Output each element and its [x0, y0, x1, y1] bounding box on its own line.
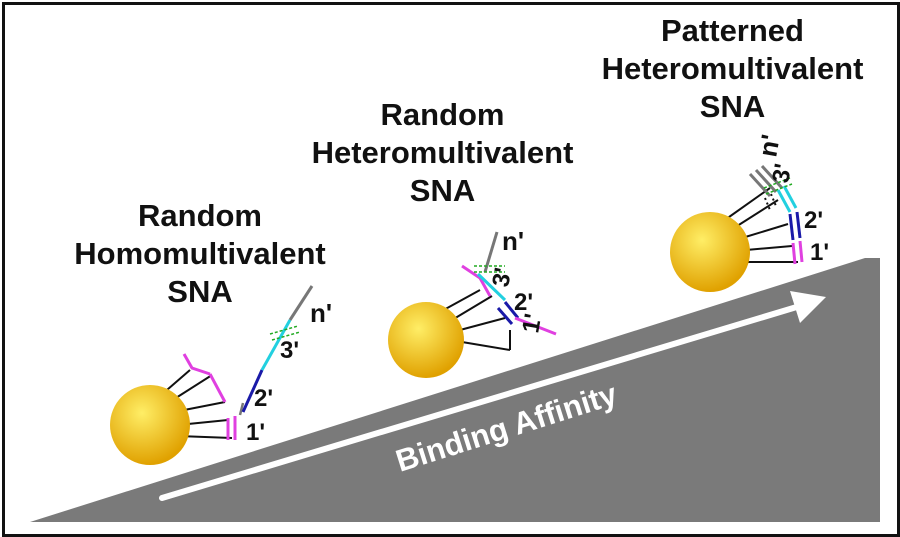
- title-line: SNA: [409, 173, 476, 208]
- title-line: Heteromultivalent: [311, 135, 574, 170]
- tether-line: [459, 317, 506, 331]
- affinity-arrow-head: [790, 291, 826, 323]
- strand-segment-2: [788, 213, 795, 241]
- strand-segment-1: [791, 242, 797, 265]
- segment-label-2: 2': [254, 385, 273, 412]
- segment-label-3: 3': [487, 266, 517, 289]
- strand-segment-n: [288, 285, 314, 321]
- tethers: [721, 187, 798, 263]
- title-line: Random: [138, 198, 262, 233]
- gold-nanoparticle: [670, 212, 750, 292]
- magenta-strands: [182, 353, 237, 440]
- strand-segment-2: [496, 307, 514, 325]
- title-line: Random: [380, 97, 505, 132]
- panel-title-random-heteromultivalent: Random Heteromultivalent SNA: [305, 96, 580, 210]
- strand-dotted-connectors: [764, 193, 777, 211]
- title-line: Homomultivalent: [74, 236, 326, 271]
- panel-title-random-homomultivalent: Random Homomultivalent SNA: [70, 197, 330, 311]
- sna-patterned-heteromultivalent: 1' 2' 3' n': [670, 132, 829, 292]
- strand-segment-gray-base: [238, 402, 245, 416]
- gold-nanoparticle: [388, 302, 464, 378]
- strand-segment-n: [748, 172, 772, 198]
- affinity-ramp: [30, 258, 880, 522]
- dotted-connector: [770, 193, 777, 207]
- strand-segment-2: [241, 369, 264, 413]
- strand-segment-3: [782, 185, 798, 209]
- tether-line: [451, 295, 493, 321]
- segment-label-1: 1': [517, 312, 547, 335]
- strand-segment: [182, 353, 211, 376]
- affinity-arrow-shaft: [159, 303, 803, 501]
- title-line: Patterned: [661, 13, 804, 48]
- gold-nanoparticle: [110, 385, 190, 465]
- segment-label-3: 3': [767, 162, 797, 185]
- gray-overhangs: [748, 164, 784, 198]
- strand-segment-magenta: [514, 316, 557, 336]
- strand-segment-2: [795, 211, 802, 239]
- segment-label-2: 2': [514, 289, 533, 316]
- title-line: SNA: [167, 274, 233, 309]
- panel-title-patterned-heteromultivalent: Patterned Heteromultivalent SNA: [590, 12, 875, 126]
- strand-segment: [208, 373, 227, 403]
- tether-line: [745, 245, 793, 251]
- strand-segment-2: [503, 301, 520, 319]
- strand-segment-3: [776, 189, 792, 213]
- affinity-arrow: [159, 291, 826, 501]
- sna-random-heteromultivalent: 1' 2' 3' n': [388, 226, 557, 378]
- strand-segment-3: [260, 319, 292, 371]
- tether-line: [721, 187, 771, 223]
- segment-label-1: 1': [246, 419, 265, 446]
- title-line: SNA: [699, 89, 766, 124]
- segment-label-n: n': [502, 226, 524, 256]
- segment-label-3: 3': [280, 337, 299, 364]
- hybridization-mark: [474, 265, 505, 273]
- strand-segment-1: [798, 240, 804, 263]
- title-line: Heteromultivalent: [601, 51, 864, 86]
- segment-label-n: n': [310, 298, 332, 328]
- segment-label-n: n': [752, 132, 785, 159]
- sna-random-homomultivalent: 1' 2' 3' n': [110, 285, 332, 465]
- dotted-connector: [764, 197, 771, 211]
- segment-label-2: 2': [804, 207, 823, 234]
- tether-line: [741, 223, 789, 239]
- tether-line: [733, 199, 779, 229]
- strand-segment-n: [760, 164, 784, 190]
- strand-segment-n: [754, 168, 778, 194]
- tether-line: [461, 341, 511, 351]
- strand-segment-3: [476, 272, 507, 302]
- segment-label-1: 1': [810, 239, 829, 266]
